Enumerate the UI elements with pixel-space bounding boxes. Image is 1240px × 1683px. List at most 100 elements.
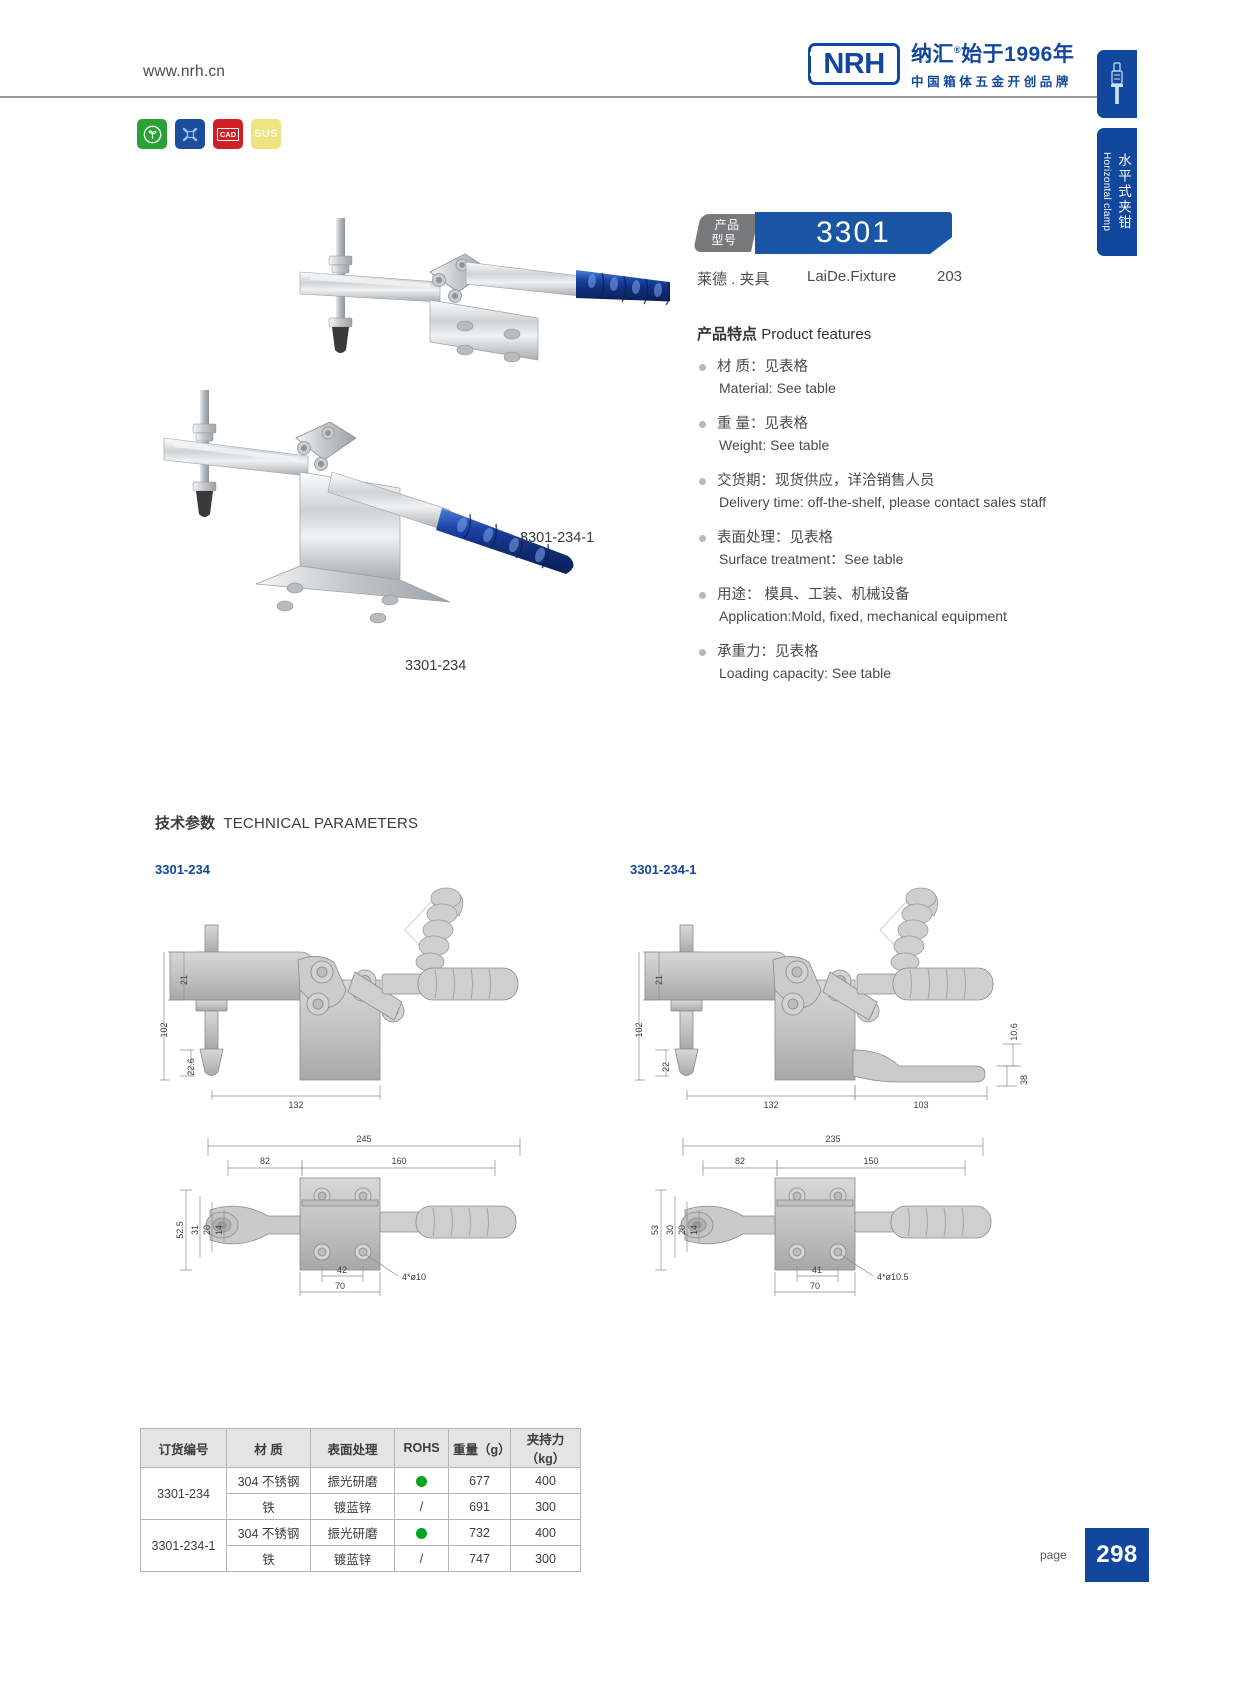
features-list: 材 质：见表格 Material: See table 重 量：见表格 Weig…: [697, 357, 1097, 684]
dim-20: 20: [202, 1225, 212, 1235]
table-row: 3301-234 304 不锈钢 振光研磨 677 400: [140, 1467, 581, 1520]
dim-150: 150: [863, 1156, 878, 1166]
drawing-label-left: 3301-234: [155, 862, 210, 877]
dim-53: 53: [650, 1225, 660, 1235]
feature-item: 交货期：现货供应，详洽销售人员 Delivery time: off-the-s…: [697, 471, 1097, 513]
cell-order-code: 3301-234: [140, 1467, 227, 1520]
dim-22-6: 22.6: [186, 1058, 196, 1076]
dim-245: 245: [356, 1134, 371, 1144]
cell-surface: 振光研磨: [310, 1467, 395, 1494]
feature-en: Material: See table: [719, 380, 836, 397]
cell-surface: 镀蓝锌: [310, 1545, 395, 1572]
dim-20: 20: [677, 1225, 687, 1235]
product-page-ref: 203: [937, 268, 963, 285]
sus-icon-label: SUS: [254, 128, 278, 140]
clamp-icon: [1111, 62, 1123, 104]
rohs-dot: [416, 1475, 427, 1487]
feature-en: Loading capacity: See table: [719, 665, 892, 682]
sidebar-product-icon: [1097, 50, 1137, 118]
dim-82: 82: [735, 1156, 745, 1166]
dim-70: 70: [335, 1281, 345, 1291]
dim-52-5: 52.5: [175, 1221, 185, 1239]
nrh-logo-mark: NRH: [808, 43, 900, 85]
feature-en: Delivery time: off-the-shelf, please con…: [719, 494, 1047, 511]
feature-en: Surface treatment：See table: [719, 551, 904, 568]
cell-weight: 691: [448, 1493, 511, 1520]
brand-name-cn: 纳汇: [911, 43, 954, 66]
cell-material: 304 不锈钢: [226, 1519, 311, 1546]
drawing-right-svg: 21 102 22 132 103 10.6 38 235 82 150: [634, 887, 1029, 1296]
dim-102: 102: [634, 1022, 644, 1037]
header-divider: [0, 96, 1105, 98]
cell-clamp-force: 300: [510, 1545, 581, 1572]
dim-31: 31: [190, 1225, 200, 1235]
product-model-tag-line1: 产品: [715, 218, 741, 232]
th-weight: 重量（g）: [448, 1428, 511, 1468]
cell-rohs: [394, 1519, 449, 1546]
cad-icon-label: CAD: [217, 127, 239, 141]
dim-132: 132: [763, 1100, 778, 1110]
sidebar-category-tab[interactable]: 水平式夹钳 Horizontal clamp: [1097, 128, 1137, 256]
dim-70: 70: [810, 1281, 820, 1291]
sidebar-category-label-cn: 水平式夹钳: [1116, 153, 1131, 231]
cell-rohs: /: [394, 1493, 449, 1520]
product-model-number: 3301: [816, 216, 891, 249]
photo-caption-bottom: 3301-234: [405, 658, 467, 674]
drawing-left-svg: 21 102 22.6 132 245 82 160: [159, 887, 521, 1296]
page-label: page: [1040, 1548, 1067, 1562]
product-photos: 3301-234-1 3301-234: [130, 190, 738, 690]
feature-item: 材 质：见表格 Material: See table: [697, 357, 1097, 399]
rohs-dot: [416, 1527, 427, 1539]
th-surface: 表面处理: [310, 1428, 395, 1468]
product-model-row: 产品 型号 3301: [692, 212, 1097, 254]
feature-en: Weight: See table: [719, 437, 830, 454]
technical-drawing-right: 21 102 22 132 103 10.6 38 235 82 150: [625, 880, 1075, 1415]
sidebar-category-label-en: Horizontal clamp: [1101, 152, 1112, 232]
product-model-badge: 3301: [755, 212, 952, 254]
page-number: 298: [1085, 1528, 1149, 1582]
cell-clamp-force: 400: [510, 1467, 581, 1494]
dim-160: 160: [391, 1156, 406, 1166]
cell-material: 铁: [226, 1493, 311, 1520]
dim-132: 132: [288, 1100, 303, 1110]
features-heading: 产品特点 Product features: [697, 323, 1097, 344]
eco-icon: [137, 119, 167, 149]
site-url: www.nrh.cn: [143, 63, 226, 80]
drawing-icon: [175, 119, 205, 149]
sus-icon: SUS: [251, 119, 281, 149]
th-order-code: 订货编号: [140, 1428, 227, 1468]
technical-drawing-left: 21 102 22.6 132 245 82 160: [150, 880, 580, 1415]
product-model-tag-line2: 型号: [711, 233, 737, 247]
dim-41: 41: [812, 1265, 822, 1275]
cell-rohs: [394, 1467, 449, 1494]
dim-235: 235: [825, 1134, 840, 1144]
dim-42: 42: [337, 1265, 347, 1275]
cell-material: 铁: [226, 1545, 311, 1572]
technical-heading: 技术参数 TECHNICAL PARAMETERS: [155, 812, 418, 833]
table-header-row: 订货编号 材 质 表面处理 ROHS 重量（g） 夹持力（kg）: [140, 1428, 581, 1468]
feature-en: Application:Mold, fixed, mechanical equi…: [719, 608, 1007, 625]
th-clamp-force: 夹持力（kg）: [510, 1428, 581, 1468]
cell-weight: 732: [448, 1519, 511, 1546]
feature-item: 表面处理：见表格 Surface treatment：See table: [697, 528, 1097, 570]
brand-subtitle-cn: 中国箱体五金开创品牌: [911, 75, 1073, 89]
cell-surface: 振光研磨: [310, 1519, 395, 1546]
feature-cn: 用途： 模具、工装、机械设备: [717, 587, 910, 604]
cell-rohs: /: [394, 1545, 449, 1572]
features-heading-cn: 产品特点: [697, 326, 758, 343]
product-brand-en: LaiDe.Fixture: [807, 268, 897, 285]
dim-21: 21: [179, 975, 189, 985]
drawing-label-right: 3301-234-1: [630, 862, 697, 877]
cell-material: 304 不锈钢: [226, 1467, 311, 1494]
dim-14: 14: [214, 1225, 224, 1235]
product-brand-row: 莱德 . 夹具 LaiDe.Fixture 203: [697, 268, 1097, 289]
table-row: 3301-234-1 304 不锈钢 振光研磨 732 400: [140, 1519, 581, 1572]
features-heading-en: Product features: [761, 326, 872, 343]
cell-weight: 677: [448, 1467, 511, 1494]
photo-caption-top: 3301-234-1: [520, 530, 595, 546]
product-brand-cn: 莱德 . 夹具: [697, 271, 770, 288]
dim-holes: 4*ø10: [402, 1272, 426, 1282]
feature-cn: 重 量：见表格: [717, 416, 809, 433]
dim-10-6: 10.6: [1009, 1023, 1019, 1041]
dim-103: 103: [913, 1100, 928, 1110]
